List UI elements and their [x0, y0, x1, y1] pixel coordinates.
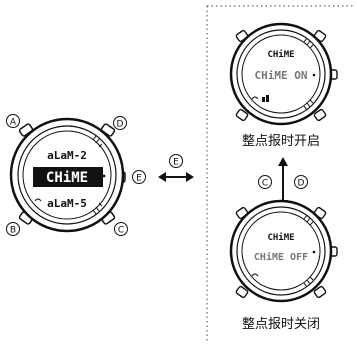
top-watch: CHiME CHiME ON	[229, 22, 338, 126]
bottom-watch-caption: 整点报时关闭	[242, 317, 320, 332]
toggle-label-c: C	[258, 175, 272, 189]
svg-text:E: E	[136, 174, 142, 184]
left-watch-line-top: aLaM-2	[47, 149, 87, 162]
svg-text:B: B	[10, 226, 16, 236]
button-label-e: E	[132, 170, 146, 184]
svg-text:D: D	[117, 120, 124, 130]
button-label-d: D	[113, 116, 127, 130]
double-arrow-horizontal-icon	[158, 172, 194, 182]
svg-text:C: C	[118, 226, 124, 236]
top-watch-caption: 整点报时开启	[242, 134, 320, 149]
svg-text:E: E	[173, 158, 179, 168]
top-watch-value: CHiME ON	[255, 69, 308, 82]
button-label-a: A	[6, 114, 20, 128]
left-watch-line-mid: CHiME	[46, 170, 88, 186]
transition-e: E	[158, 154, 194, 182]
bottom-watch: CHiME CHiME OFF	[229, 199, 338, 303]
left-watch-highlight	[33, 167, 103, 187]
left-watch-line-bottom: aLaM-5	[47, 197, 87, 210]
vertical-toggle: C D	[258, 157, 308, 209]
button-label-c: C	[114, 222, 128, 236]
svg-text:C: C	[262, 179, 268, 189]
dotted-frame	[206, 5, 354, 342]
svg-text:D: D	[298, 179, 305, 189]
left-watch: aLaM-2 CHiME aLaM-5 A D B C E	[6, 114, 146, 236]
toggle-label-d: D	[294, 175, 308, 189]
top-watch-label: CHiME	[267, 49, 294, 60]
svg-text:A: A	[10, 118, 17, 128]
bottom-watch-value: CHiME OFF	[254, 251, 308, 263]
bottom-watch-label: CHiME	[267, 232, 294, 243]
button-label-b: B	[6, 222, 20, 236]
